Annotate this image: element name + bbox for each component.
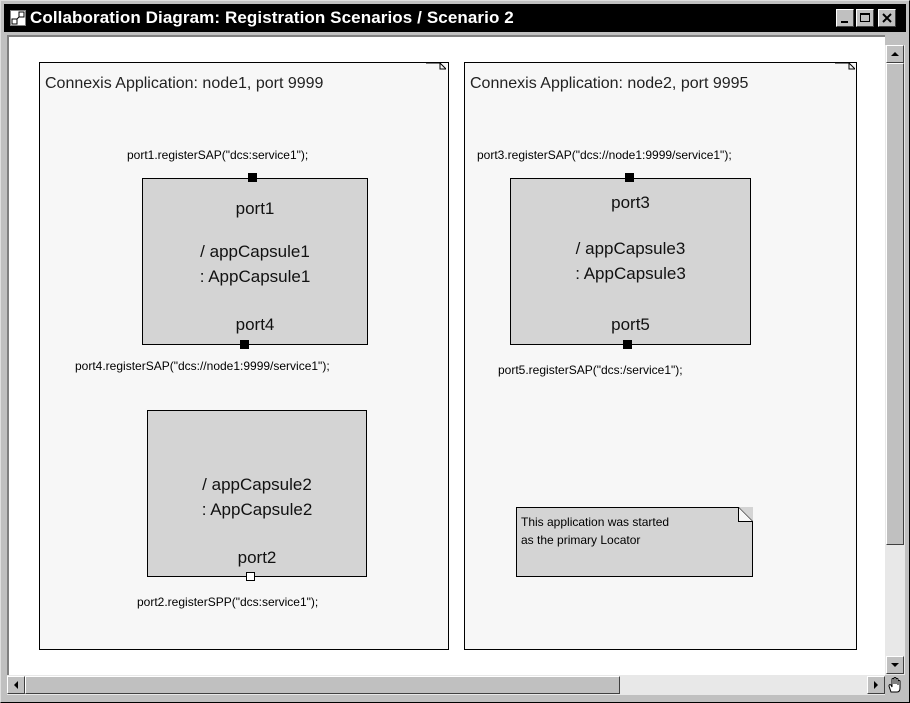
pan-hand-icon[interactable] [885,675,905,695]
locator-note[interactable]: This application was started as the prim… [516,507,753,577]
vertical-scrollbar[interactable] [885,45,905,675]
capsule-role: / appCapsule3 [575,239,686,258]
node1-frame[interactable]: Connexis Application: node1, port 9999 p… [39,62,449,650]
folded-corner-icon [835,63,855,70]
close-icon [882,13,892,23]
folded-corner-icon [426,63,446,70]
diagram-icon [10,10,26,26]
scroll-down-button[interactable] [886,656,904,674]
port1-port[interactable] [248,173,257,182]
port3-port[interactable] [625,173,634,182]
scroll-right-button[interactable] [867,676,885,694]
node2-frame[interactable]: Connexis Application: node2, port 9995 p… [464,62,857,650]
node2-title: Connexis Application: node2, port 9995 [470,75,749,92]
port2-register-call: port2.registerSPP("dcs:service1"); [137,595,319,609]
port3-label: port3 [611,193,650,212]
window-title: Collaboration Diagram: Registration Scen… [30,8,514,27]
port1-register-call: port1.registerSAP("dcs:service1"); [127,148,309,162]
port4-port[interactable] [240,340,249,349]
capsule-type: : AppCapsule1 [199,267,311,286]
diagram-canvas[interactable]: Connexis Application: node1, port 9999 p… [7,35,885,675]
capsule-appCapsule2[interactable]: / appCapsule2 : AppCapsule2 port2 [147,410,367,577]
capsule-appCapsule3[interactable]: port3 / appCapsule3 : AppCapsule3 port5 [510,178,751,345]
vertical-scroll-thumb[interactable] [886,63,904,545]
capsule-role: / appCapsule1 [200,242,310,261]
note-line-1: This application was started [521,515,670,529]
port5-register-call: port5.registerSAP("dcs:/service1"); [498,363,683,377]
port2-label: port2 [237,548,277,567]
minimize-icon [841,21,848,23]
capsule-type: : AppCapsule3 [575,264,686,283]
maximize-icon [860,13,870,22]
maximize-button[interactable] [856,9,874,27]
minimize-button[interactable] [836,9,854,27]
title-bar[interactable]: Collaboration Diagram: Registration Scen… [4,4,906,32]
node1-title: Connexis Application: node1, port 9999 [45,75,324,92]
port3-register-call: port3.registerSAP("dcs://node1:9999/serv… [477,148,732,162]
horizontal-scrollbar[interactable] [7,675,885,695]
capsule-type: : AppCapsule2 [201,500,313,519]
horizontal-scroll-thumb[interactable] [25,676,620,694]
note-line-2: as the primary Locator [521,533,641,547]
port4-register-call: port4.registerSAP("dcs://node1:9999/serv… [75,359,330,373]
scroll-left-icon [14,681,18,689]
scroll-left-button[interactable] [7,676,25,694]
port2-port[interactable] [246,572,255,581]
scroll-down-icon [891,663,899,667]
capsule-role: / appCapsule2 [202,475,312,494]
close-button[interactable] [878,9,896,27]
port4-label: port4 [235,315,275,334]
capsule-appCapsule1[interactable]: port1 / appCapsule1 : AppCapsule1 port4 [142,178,368,345]
scroll-up-icon [891,52,899,56]
port5-label: port5 [611,315,650,334]
port1-label: port1 [235,199,275,218]
note-outline [516,507,753,577]
scroll-right-icon [874,681,878,689]
port5-port[interactable] [623,340,632,349]
scroll-up-button[interactable] [886,45,904,63]
